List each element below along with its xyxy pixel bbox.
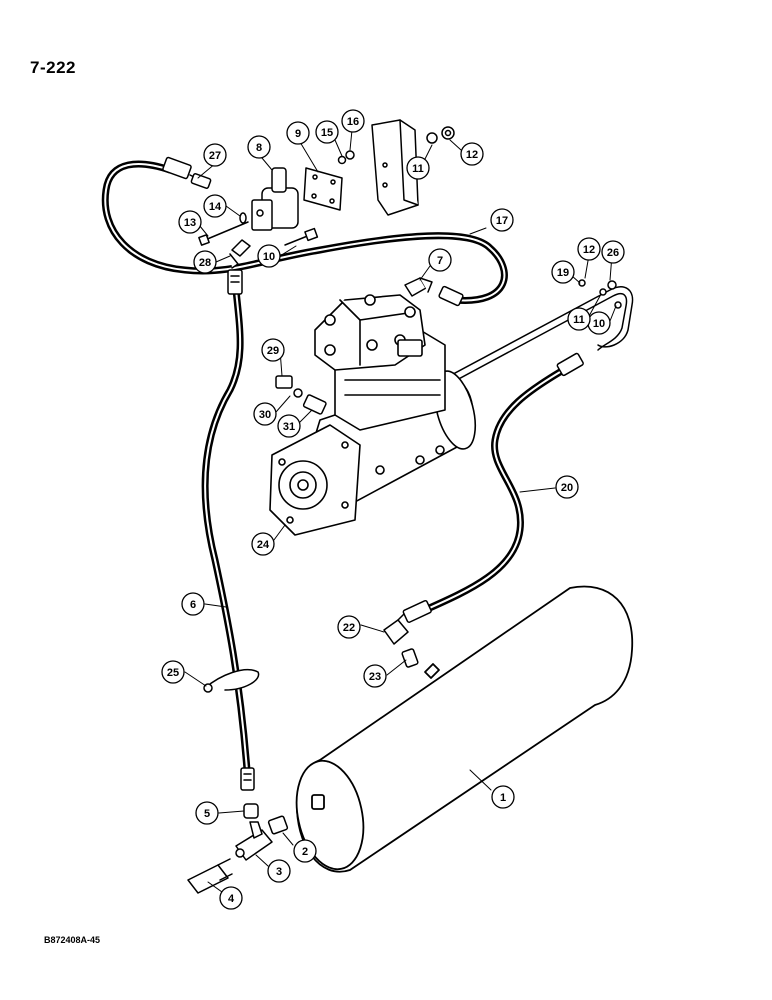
svg-text:24: 24 [257, 539, 270, 551]
svg-text:12: 12 [583, 244, 595, 256]
callout-22: 22 [337, 615, 361, 639]
svg-text:22: 22 [343, 622, 355, 634]
elbow-22 [383, 613, 409, 645]
hose-17-fitting-compressor-end [438, 285, 464, 307]
figure-code: B872408A-45 [44, 935, 101, 945]
page-number: 7-222 [30, 58, 76, 77]
callout-7: 7 [428, 248, 452, 272]
callout-26: 26 [601, 240, 625, 264]
nut-11-12-top [426, 126, 455, 144]
elbow-28 [229, 239, 251, 269]
clip-25 [203, 668, 260, 693]
callout-8: 8 [247, 135, 271, 159]
callout-24: 24 [251, 532, 275, 556]
fitting-23 [401, 648, 419, 668]
hose-20-top-fitting [556, 352, 584, 377]
callout-3: 3 [267, 859, 291, 883]
callout-1: 1 [491, 785, 515, 809]
fitting-27 [190, 173, 212, 189]
callout-27: 27 [203, 143, 227, 167]
callout-2: 2 [293, 839, 317, 863]
callout-14: 14 [203, 194, 227, 218]
svg-text:15: 15 [321, 127, 333, 139]
leader-lines [184, 129, 617, 893]
callouts: 1 2 3 4 5 6 7 8 9 10 10 11 11 12 12 13 1… [161, 109, 625, 910]
bolt-13 [198, 212, 249, 246]
callout-6: 6 [181, 592, 205, 616]
callout-12-right: 12 [577, 237, 601, 261]
svg-text:14: 14 [209, 201, 222, 213]
svg-text:13: 13 [184, 217, 196, 229]
unloader-valve-8 [251, 167, 299, 231]
svg-text:8: 8 [256, 142, 262, 154]
callout-15: 15 [315, 120, 339, 144]
svg-text:25: 25 [167, 667, 179, 679]
callout-4: 4 [219, 886, 243, 910]
fitting-29 [275, 375, 293, 389]
callout-5: 5 [195, 801, 219, 825]
callout-19: 19 [551, 260, 575, 284]
callout-11-top: 11 [406, 156, 430, 180]
svg-text:11: 11 [573, 314, 585, 326]
callout-23: 23 [363, 664, 387, 688]
callout-20: 20 [555, 475, 579, 499]
svg-text:9: 9 [295, 128, 301, 140]
svg-text:12: 12 [466, 149, 478, 161]
svg-text:17: 17 [496, 215, 508, 227]
callout-29: 29 [261, 338, 285, 362]
svg-text:6: 6 [190, 599, 196, 611]
svg-text:3: 3 [276, 866, 282, 878]
hose-20-bottom-fitting [402, 599, 432, 623]
bolt-10-valve [284, 227, 319, 246]
callout-17: 17 [490, 208, 514, 232]
svg-text:4: 4 [228, 893, 235, 905]
callout-10-left: 10 [257, 244, 281, 268]
svg-text:28: 28 [199, 257, 211, 269]
callout-30: 30 [253, 402, 277, 426]
svg-text:10: 10 [263, 251, 275, 263]
svg-text:11: 11 [412, 163, 424, 175]
svg-text:30: 30 [259, 409, 271, 421]
plate-9 [303, 167, 343, 211]
callout-11-right: 11 [567, 307, 591, 331]
tube-19 [329, 286, 634, 447]
hose-6-bottom-fitting [240, 767, 255, 791]
hose-6 [201, 286, 251, 774]
elbow-7 [404, 277, 433, 297]
svg-text:10: 10 [593, 318, 605, 330]
connector-5 [243, 803, 259, 819]
callout-31: 31 [277, 414, 301, 438]
svg-text:19: 19 [557, 267, 569, 279]
nut-15-16 [337, 150, 355, 165]
air-compressor-24 [269, 294, 477, 536]
svg-text:2: 2 [302, 846, 308, 858]
callout-28: 28 [193, 250, 217, 274]
callout-9: 9 [286, 121, 310, 145]
callout-16: 16 [341, 109, 365, 133]
svg-text:31: 31 [283, 421, 295, 433]
callout-25: 25 [161, 660, 185, 684]
callout-12-top: 12 [460, 142, 484, 166]
svg-text:7: 7 [437, 255, 443, 267]
svg-text:16: 16 [347, 116, 359, 128]
fitting-2 [267, 815, 289, 835]
hose-20 [421, 368, 564, 614]
svg-text:23: 23 [369, 671, 381, 683]
drain-valve-4 [187, 858, 233, 894]
svg-text:29: 29 [267, 345, 279, 357]
svg-text:1: 1 [500, 792, 506, 804]
hose-6-top-fitting [227, 269, 243, 295]
svg-text:5: 5 [204, 808, 210, 820]
svg-text:27: 27 [209, 150, 221, 162]
hardware-right-cluster [578, 279, 622, 309]
callout-10-right: 10 [587, 311, 611, 335]
tee-3 [235, 821, 273, 861]
svg-text:20: 20 [561, 482, 573, 494]
fitting-30-31 [293, 388, 327, 415]
svg-text:26: 26 [607, 247, 619, 259]
air-tank-1 [295, 585, 634, 873]
callout-13: 13 [178, 210, 202, 234]
